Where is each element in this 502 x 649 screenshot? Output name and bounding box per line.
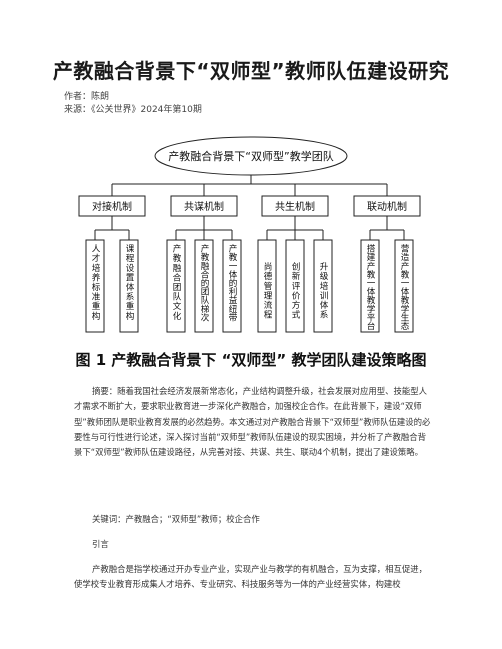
mechanism-label-cocreate: 共谋机制 xyxy=(184,200,224,213)
child-label: 升级培训体系 xyxy=(318,262,328,320)
abstract-text: 摘要：随着我国社会经济发展新常态化，产业结构调整升级，社会发展对应用型、技能型人… xyxy=(74,386,431,458)
intro-paragraph: 产教融合是指学校通过开办专业产业，实现产业与教学的有机融合，互为支撑，相互促进，… xyxy=(74,562,434,593)
child-label: 产教融合团队文化 xyxy=(171,243,181,321)
author-line: 作者：陈朗 xyxy=(64,92,110,102)
mechanism-label-symbiosis: 共生机制 xyxy=(275,200,315,213)
abstract-paragraph: 摘要：随着我国社会经济发展新常态化，产业结构调整升级，社会发展对应用型、技能型人… xyxy=(74,384,434,460)
child-box xyxy=(257,239,277,333)
intro-heading: 引言 xyxy=(74,537,434,552)
child-box xyxy=(222,239,242,333)
child-box xyxy=(119,239,139,333)
intro-heading-text: 引言 xyxy=(92,539,109,549)
keywords-paragraph: 关键词：产教融合；“双师型”教师；校企合作 xyxy=(74,512,434,527)
child-label: 营造产教一体教学生态 xyxy=(399,243,409,330)
child-label: 创新评价方式 xyxy=(290,261,300,320)
mechanism-label-linkage: 联动机制 xyxy=(367,200,407,213)
child-box xyxy=(85,239,105,333)
figure-caption: 图 1 产教融合背景下 “双师型” 教学团队建设策略图 xyxy=(75,351,427,369)
source-line: 来源：《公关世界》2024年第10期 xyxy=(64,105,202,115)
child-label: 产教一体的利益纽带 xyxy=(227,243,237,323)
strategy-diagram: 产教融合背景下“双师型”教学团队 对接机制 共谋机制 共生机制 联动机制 人才培… xyxy=(78,136,421,333)
child-box xyxy=(166,239,186,333)
child-label: 尚德管理流程 xyxy=(262,261,272,320)
paper-title: 产教融合背景下“双师型”教师队伍建设研究 xyxy=(52,59,450,83)
child-label: 搭建产教一体教学平台 xyxy=(365,243,375,331)
keywords-text: 关键词：产教融合；“双师型”教师；校企合作 xyxy=(92,514,260,524)
child-label: 人才培养标准重构 xyxy=(90,244,100,321)
child-box xyxy=(360,239,380,333)
child-box xyxy=(394,239,414,333)
child-label: 产教融合的团队梯次 xyxy=(199,243,209,323)
intro-text: 产教融合是指学校通过开办专业产业，实现产业与教学的有机融合，互为支撑，相互促进，… xyxy=(74,564,427,590)
root-label: 产教融合背景下“双师型”教学团队 xyxy=(168,149,333,163)
child-box xyxy=(285,239,305,333)
child-label: 课程设置体系重构 xyxy=(124,244,134,321)
mechanism-label-dock: 对接机制 xyxy=(92,200,132,213)
child-box xyxy=(194,239,214,333)
child-box xyxy=(313,239,333,333)
